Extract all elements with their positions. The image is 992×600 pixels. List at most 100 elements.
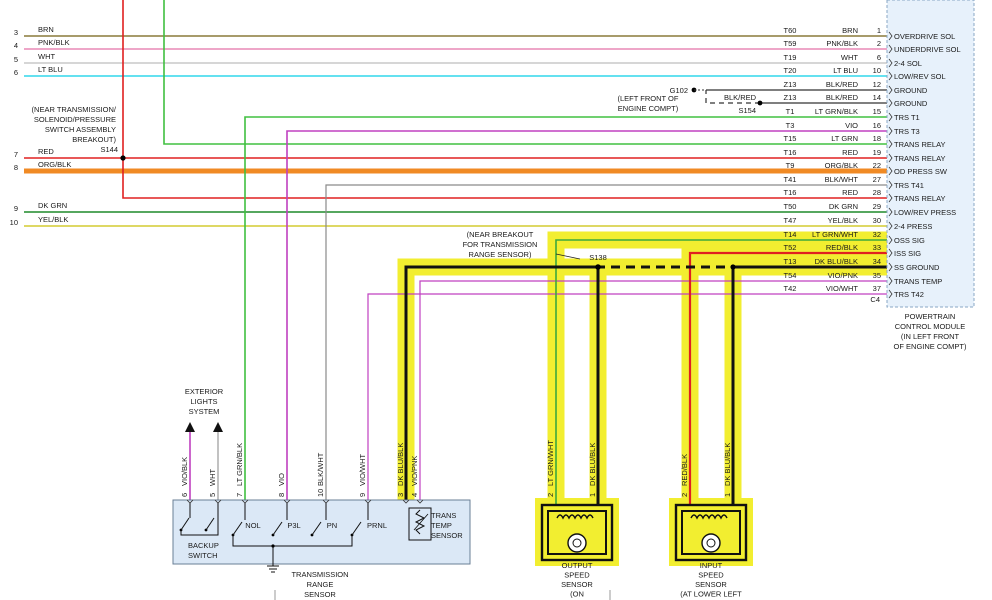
wire-color-label: VIO/PNK: [410, 456, 419, 486]
temp-sensor-label: SENSOR: [431, 531, 463, 540]
pin-chevron-icon: [888, 166, 893, 176]
switch-common: [232, 535, 353, 547]
pin-number: 30: [873, 216, 881, 225]
pin-number: 7: [235, 493, 244, 497]
wire-number: 9: [14, 204, 18, 213]
circuit-code: T14: [784, 230, 797, 239]
circuit-code: T59: [784, 39, 797, 48]
pcm-function-label: OVERDRIVE SOL: [894, 32, 955, 41]
pcm-function-label: TRANS RELAY: [894, 140, 946, 149]
pin-number: 28: [873, 188, 881, 197]
wire-oss-signal: [555, 239, 887, 505]
pin-number: 2: [546, 493, 555, 497]
backup-switch-blade: [180, 517, 190, 531]
circuit-code: T47: [784, 216, 797, 225]
pcm-function-label: TRS T41: [894, 181, 924, 190]
pcm-name: POWERTRAIN: [905, 312, 956, 321]
wire-number: 3: [14, 28, 18, 37]
arrow-up-icon: [213, 422, 223, 432]
wire-color-label: BRN: [38, 25, 54, 34]
wire-color-label: BLK/RED: [724, 93, 757, 102]
circuit-code: T52: [784, 243, 797, 252]
pin-number: 33: [873, 243, 881, 252]
trs-name: RANGE: [307, 580, 334, 589]
pcm-name: CONTROL MODULE: [895, 322, 966, 331]
pin-number: 32: [873, 230, 881, 239]
arrow-up-icon: [185, 422, 195, 432]
circuit-code: T9: [786, 161, 795, 170]
circuit-code: Z13: [784, 93, 797, 102]
splice-s144-dot: [120, 155, 126, 161]
junction-dot: [271, 544, 275, 548]
splice-dot: [730, 264, 736, 270]
pin-number: 6: [877, 53, 881, 62]
gear-icon: [567, 533, 587, 553]
wire-color-label: WHT: [208, 469, 217, 486]
components: [172, 499, 748, 573]
output-speed-sensor-outline: [540, 503, 614, 562]
pin-chevron-icon: [888, 221, 893, 231]
circuit-code: Z13: [784, 80, 797, 89]
wire-number: 10: [10, 218, 18, 227]
wire-color-label: WHT: [38, 52, 55, 61]
pin-chevron-icon: [888, 276, 893, 286]
splice-s138-dot: [595, 264, 601, 270]
pcm-function-label: OSS SIG: [894, 236, 925, 245]
wire-color-label: DK BLU/BLK: [396, 443, 405, 486]
wire-color-label: BLK/WHT: [825, 175, 859, 184]
temp-sensor-label: TRANS: [431, 511, 456, 520]
wire-color-label: DK BLU/BLK: [588, 443, 597, 486]
wire-color-label: LT BLU: [38, 65, 63, 74]
wire-color-label: RED/BLK: [680, 454, 689, 486]
pin-number: 22: [873, 161, 881, 170]
splice-label: S138: [589, 253, 607, 262]
thermistor-icon: [414, 509, 426, 535]
wire-red-trans-relay: [122, 0, 887, 199]
wire-number: 6: [14, 68, 18, 77]
pin-chevron-icon: [888, 248, 893, 258]
pcm-name: OF ENGINE COMPT): [894, 342, 967, 351]
wire-color-label: DK GRN: [38, 201, 67, 210]
pin-chevron-icon: [888, 262, 893, 272]
wire-number: 7: [14, 150, 18, 159]
wire-color-label: LT GRN: [831, 134, 858, 143]
wire-number: 5: [14, 55, 18, 64]
pcm-function-label: LOW/REV SOL: [894, 72, 946, 81]
wire-trs-t41: [325, 184, 887, 500]
highlighted-speed-sensor-circuits: [397, 231, 887, 566]
pcm-function-label: TRS T1: [894, 113, 920, 122]
pin-chevron-icon: [888, 289, 893, 299]
pin-chevron-icon: [888, 85, 893, 95]
splice-label: S154: [738, 106, 756, 115]
input-speed-sensor-name: (AT LOWER LEFT: [680, 590, 742, 599]
splice-note: SOLENOID/PRESSURE: [34, 115, 116, 124]
ground-label: G102: [670, 86, 688, 95]
wire-number: 4: [14, 41, 18, 50]
pcm-function-label: TRANS RELAY: [894, 154, 946, 163]
output-speed-sensor-name: (ON: [570, 590, 584, 599]
pcm-name: (IN LEFT FRONT: [901, 332, 960, 341]
wire-color-label: VIO/PNK: [828, 271, 858, 280]
ground-note: ENGINE COMPT): [618, 104, 679, 113]
pin-chevron-icon: [888, 235, 893, 245]
pcm-function-label: GROUND: [894, 86, 928, 95]
temp-sensor-outline: [408, 507, 432, 541]
splice-label: S144: [100, 145, 118, 154]
pin-number: 2: [877, 39, 881, 48]
pin-chevron-icon: [888, 31, 893, 41]
pcm-function-label: TRANS TEMP: [894, 277, 942, 286]
wire-color-label: RED: [842, 188, 858, 197]
output-speed-sensor-name: SENSOR: [561, 580, 593, 589]
pcm-function-label: TRANS RELAY: [894, 194, 946, 203]
splice-note: RANGE SENSOR): [469, 250, 532, 259]
wire-color-label: VIO: [845, 121, 858, 130]
wire-color-label: LT GRN/WHT: [546, 440, 555, 486]
circuit-code: T1: [786, 107, 795, 116]
pcm-function-label: GROUND: [894, 99, 928, 108]
pin-number: 29: [873, 202, 881, 211]
trs-box: [172, 499, 471, 565]
trs-name: SENSOR: [304, 590, 336, 599]
splice-s154-dot: [757, 100, 763, 106]
wire-color-label: ORG/BLK: [825, 161, 858, 170]
